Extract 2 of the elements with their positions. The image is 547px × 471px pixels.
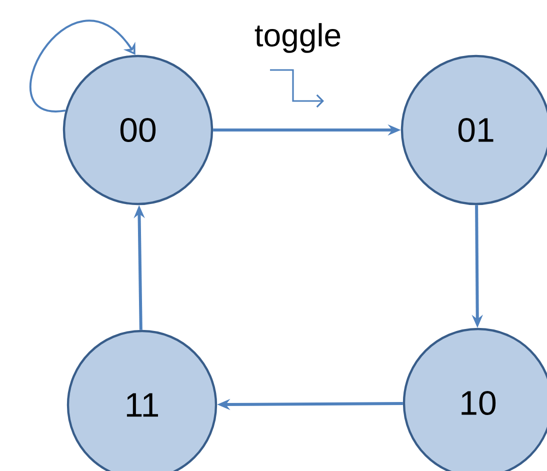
edge-label: toggle (254, 23, 340, 53)
arrow (30, 20, 136, 112)
